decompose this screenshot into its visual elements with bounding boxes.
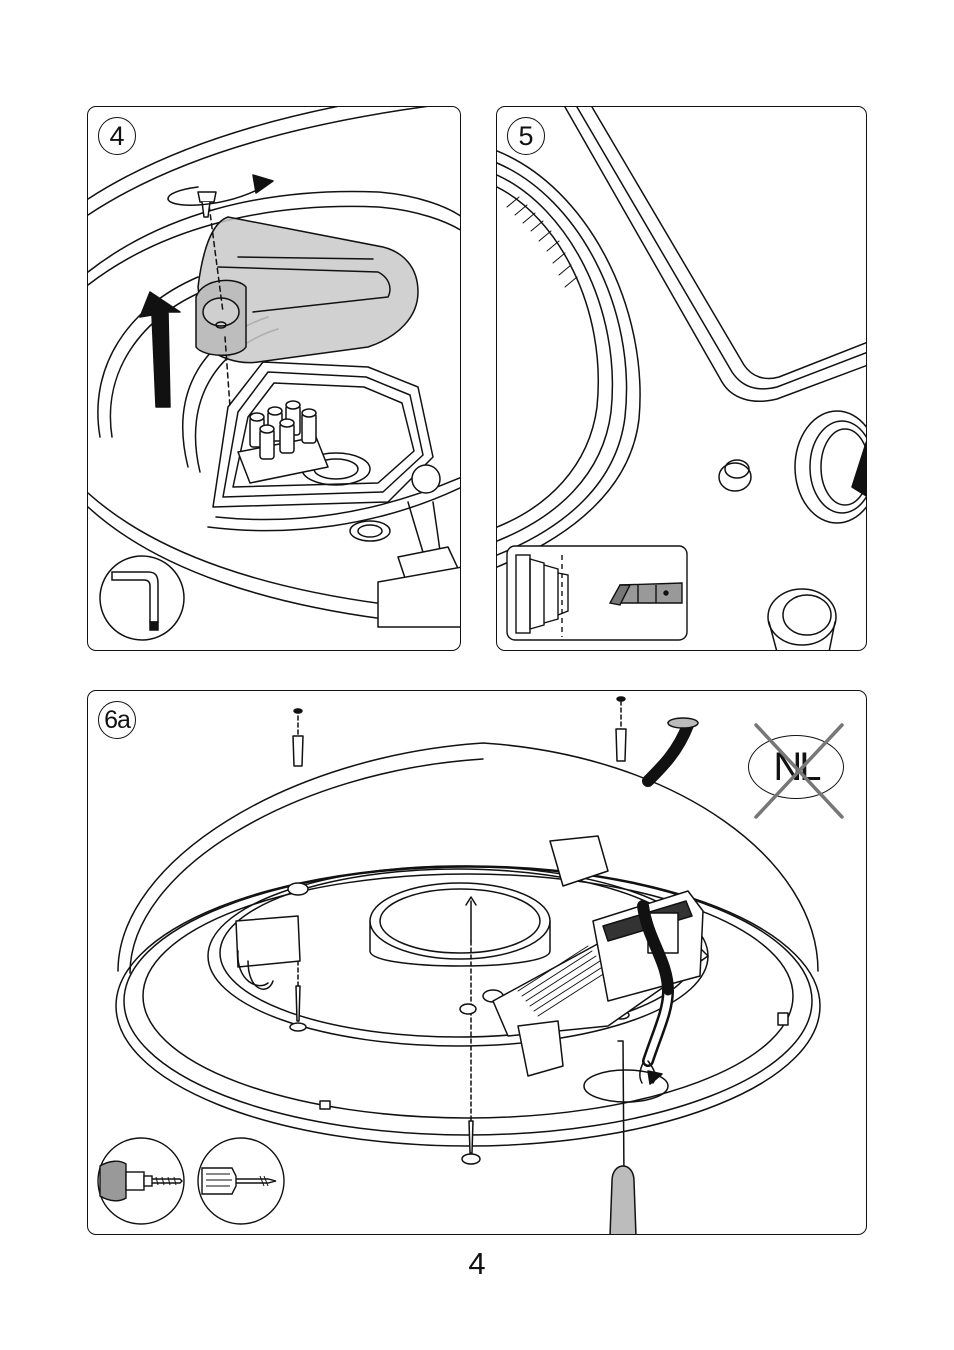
cutter-knife-icon xyxy=(506,545,688,641)
allen-key-icon xyxy=(98,554,186,642)
step-number-badge: 4 xyxy=(98,117,136,155)
cross-out-icon xyxy=(742,713,852,823)
step-number-badge: 5 xyxy=(507,117,545,155)
screwdriver-icon xyxy=(196,1136,286,1226)
drill-icon xyxy=(96,1136,186,1226)
step-5-panel: 5 xyxy=(496,106,867,651)
country-restriction-badge: NL xyxy=(748,735,844,799)
step-6a-panel: 6a NL xyxy=(87,690,867,1235)
step-number-badge: 6a xyxy=(98,701,136,739)
page-number: 4 xyxy=(0,1246,954,1282)
step-4-panel: 4 xyxy=(87,106,461,651)
